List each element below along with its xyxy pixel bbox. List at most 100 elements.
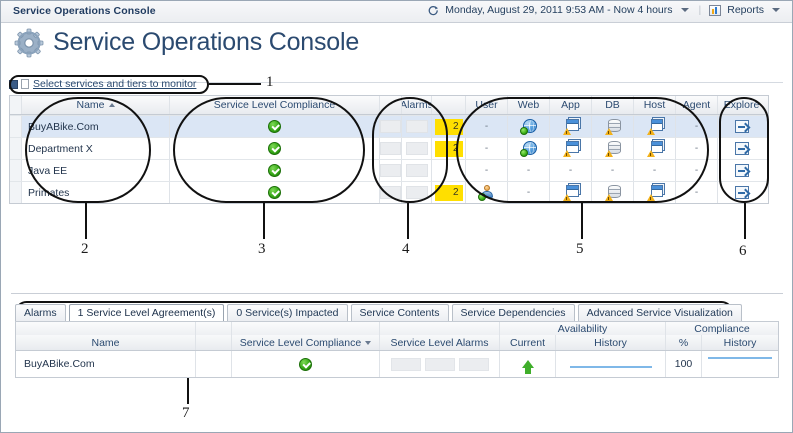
cell-tier-db[interactable] (592, 116, 634, 137)
table-row[interactable]: BuyABike.Com 2 - - (10, 115, 768, 137)
cell-alarm-count[interactable]: 2 (432, 116, 466, 137)
web-globe-icon (520, 118, 537, 135)
status-ok-icon (268, 164, 281, 177)
column-header-web[interactable]: Web (508, 96, 550, 114)
column-header-service-level-compliance[interactable]: Service Level Compliance (232, 335, 380, 350)
cell-service-name[interactable]: BuyABike.Com (22, 116, 170, 137)
database-icon (604, 140, 621, 157)
column-header-percent[interactable]: % (666, 335, 702, 350)
cell-service-name[interactable]: Department X (22, 138, 170, 159)
cell-tier-user[interactable] (466, 182, 508, 203)
cell-tier-web[interactable] (508, 116, 550, 137)
tab-alarms[interactable]: Alarms (15, 304, 66, 321)
reports-chevron-down-icon[interactable] (772, 8, 780, 12)
cell-tier-web[interactable] (508, 138, 550, 159)
no-data-dash: - (484, 165, 489, 176)
column-header-agent[interactable]: Agent (676, 96, 718, 114)
cell-explore[interactable] (718, 160, 765, 181)
reports-label[interactable]: Reports (727, 4, 764, 16)
service-selector-bar[interactable]: Select services and tiers to monitor (9, 77, 409, 91)
time-range-label[interactable]: Monday, August 29, 2011 9:53 AM - Now 4 … (445, 4, 673, 16)
explore-icon[interactable] (734, 120, 749, 133)
column-header-availability-history[interactable]: History (556, 335, 666, 350)
cell-tier-app[interactable] (550, 116, 592, 137)
cell-service-name[interactable]: Java EE (22, 160, 170, 181)
column-header-app[interactable]: App (550, 96, 592, 114)
cell-tier-host: - (634, 160, 676, 181)
cell-tier-db[interactable] (592, 182, 634, 203)
table-row[interactable]: Primates 2 - - (10, 181, 768, 203)
cell-explore[interactable] (718, 116, 765, 137)
time-range-chevron-down-icon[interactable] (680, 8, 689, 12)
explore-icon[interactable] (734, 164, 749, 177)
column-header-current[interactable]: Current (500, 335, 556, 350)
column-header-alarms[interactable]: Alarms (402, 96, 432, 114)
group-header-alarms-spacer (380, 322, 500, 335)
no-data-dash: - (568, 165, 573, 176)
cell-tier-db: - (592, 160, 634, 181)
cell-tier-host[interactable] (634, 182, 676, 203)
services-grid: Name Service Level Compliance Alarms Use… (9, 95, 769, 204)
column-header-explore[interactable]: Explore (723, 99, 760, 111)
column-header-compliance-history[interactable]: History (723, 336, 757, 349)
column-header-service-level-compliance[interactable]: Service Level Compliance (170, 96, 380, 114)
sla-grid-group-header: Availability Compliance (16, 322, 778, 335)
cell-tier-web: - (508, 160, 550, 181)
cell-tier-user: - (466, 116, 508, 137)
cell-tier-user: - (466, 138, 508, 159)
column-header-service-level-alarms[interactable]: Service Level Alarms (380, 335, 500, 350)
cell-sla-name[interactable]: BuyABike.Com (16, 351, 196, 377)
cell-explore[interactable] (718, 138, 765, 159)
table-row[interactable]: Department X 2 - - (10, 137, 768, 159)
availability-up-arrow-icon (521, 360, 534, 374)
sla-detail-grid: Availability Compliance Name Service Lev… (15, 321, 779, 378)
table-row[interactable]: BuyABike.Com 100 (16, 351, 778, 377)
database-icon (604, 184, 621, 201)
cell-availability-history (556, 351, 666, 377)
cell-service-name[interactable]: Primates (22, 182, 170, 203)
column-header-name[interactable]: Name (16, 335, 196, 350)
service-selector-icon (9, 79, 18, 89)
cell-alarm-box-1 (380, 160, 402, 181)
explore-icon[interactable] (734, 186, 749, 199)
alarm-count-badge: 2 (434, 118, 463, 135)
tab-services-impacted[interactable]: 0 Service(s) Impacted (227, 304, 348, 321)
no-data-dash: - (694, 143, 699, 154)
cell-alarm-count (432, 160, 466, 181)
tab-advanced-service-visualization[interactable]: Advanced Service Visualization (577, 304, 742, 321)
cell-sla-compliance (232, 351, 380, 377)
cell-tier-agent: - (676, 160, 718, 181)
cell-tier-db[interactable] (592, 138, 634, 159)
tab-service-contents[interactable]: Service Contents (350, 304, 449, 321)
callout-number-6: 6 (739, 243, 747, 259)
tab-service-level-agreements[interactable]: 1 Service Level Agreement(s) (68, 304, 225, 321)
cell-tier-host[interactable] (634, 138, 676, 159)
select-services-link[interactable]: Select services and tiers to monitor (33, 78, 197, 90)
cell-tier-user: - (466, 160, 508, 181)
callout-leader-6 (744, 203, 747, 239)
column-header-name[interactable]: Name (22, 96, 170, 114)
status-ok-icon (268, 186, 281, 199)
cell-tier-web: - (508, 182, 550, 203)
cell-service-level-compliance (170, 182, 380, 203)
cell-compliance-percent: 100 (666, 351, 702, 377)
column-header-user[interactable]: User (466, 96, 508, 114)
user-icon (478, 184, 495, 201)
cell-tier-app[interactable] (550, 182, 592, 203)
host-icon (646, 138, 665, 157)
explore-icon[interactable] (734, 142, 749, 155)
table-row[interactable]: Java EE - - - - - - (10, 159, 768, 181)
cell-tier-app[interactable] (550, 138, 592, 159)
cell-alarm-count[interactable]: 2 (432, 182, 466, 203)
column-header-db[interactable]: DB (592, 96, 634, 114)
cell-alarm-box-1 (380, 116, 402, 137)
cell-explore[interactable] (718, 182, 765, 203)
column-header-host[interactable]: Host (634, 96, 676, 114)
no-data-dash: - (526, 165, 531, 176)
no-data-dash: - (484, 121, 489, 132)
cell-tier-host[interactable] (634, 116, 676, 137)
cell-alarm-count[interactable]: 2 (432, 138, 466, 159)
tab-service-dependencies[interactable]: Service Dependencies (451, 304, 575, 321)
cell-service-level-compliance (170, 116, 380, 137)
sla-alarm-box-3 (458, 357, 489, 371)
